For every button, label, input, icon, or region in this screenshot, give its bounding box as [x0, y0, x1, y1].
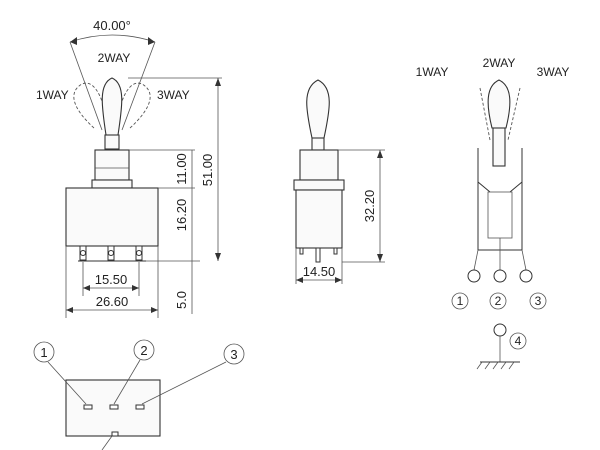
schematic-terminal-1	[467, 269, 481, 283]
dim-overall-height: 51.00	[200, 154, 215, 187]
side-body	[295, 189, 343, 249]
schematic-callout-3: 3	[535, 294, 542, 308]
side-nut	[293, 179, 345, 191]
bottom-view: 1 2 3	[33, 339, 245, 450]
dim-terminal-spacing: 15.50	[95, 272, 128, 287]
schematic-terminal-2	[493, 269, 507, 283]
side-bushing	[299, 149, 339, 181]
front-view: 40.00° 2WAY 1WAY 3WAY	[36, 18, 222, 318]
schematic-3way-label: 3WAY	[537, 65, 570, 79]
dim-terminal-length: 5.0	[174, 291, 189, 309]
side-lever	[306, 79, 330, 139]
schematic-callout-2: 2	[495, 294, 502, 308]
side-view: 32.20 14.50	[293, 79, 385, 284]
schematic-terminal-3	[519, 269, 533, 283]
lever-center	[101, 77, 123, 136]
position-1way-label: 1WAY	[36, 88, 69, 102]
angle-arc	[69, 34, 156, 43]
position-2way-label: 2WAY	[98, 51, 131, 65]
nut	[91, 179, 133, 189]
bushing	[94, 149, 130, 181]
dim-body-height: 16.20	[174, 199, 189, 232]
dim-side-height: 32.20	[362, 190, 377, 223]
dim-body-width: 26.60	[96, 294, 129, 309]
schematic-1way-label: 1WAY	[416, 65, 449, 79]
schematic-ground-terminal	[493, 323, 507, 337]
position-3way-label: 3WAY	[157, 88, 190, 102]
bottom-callout-3: 3	[230, 347, 237, 362]
schematic-2way-label: 2WAY	[483, 56, 516, 70]
dim-bushing-height: 11.00	[174, 153, 189, 185]
front-terminals	[78, 245, 146, 262]
bottom-callout-2: 2	[140, 343, 147, 358]
schematic-callout-4: 4	[515, 334, 522, 348]
switch-body	[65, 187, 159, 247]
schematic: 1WAY 2WAY 3WAY 1 2 3 4	[416, 56, 570, 370]
bottom-callout-1: 1	[40, 345, 47, 360]
lever-shaft	[104, 134, 120, 150]
schematic-lever	[487, 79, 511, 129]
schematic-callout-1: 1	[457, 294, 464, 308]
dim-side-width: 14.50	[303, 264, 336, 279]
angle-label: 40.00°	[93, 18, 131, 33]
